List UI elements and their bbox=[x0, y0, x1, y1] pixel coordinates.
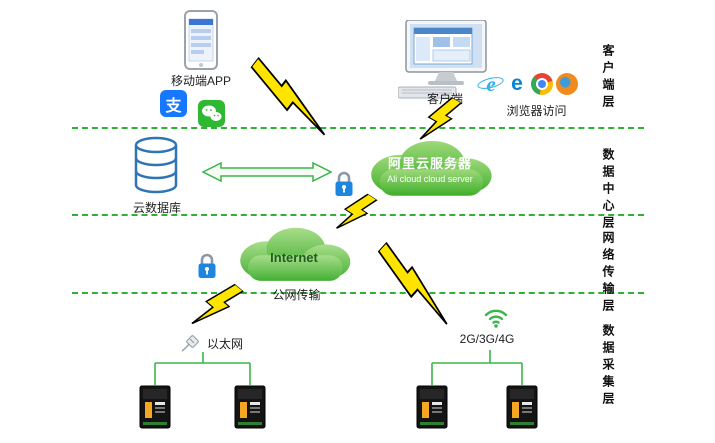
cellular-label: 2G/3G/4G bbox=[459, 332, 515, 346]
database-icon bbox=[133, 136, 179, 194]
ethernet-connector-lines bbox=[150, 352, 255, 385]
internet-label: Internet bbox=[270, 249, 318, 265]
lock-icon bbox=[197, 252, 217, 279]
layer-label-acquisition: 数据采集层 bbox=[601, 324, 615, 409]
alipay-char: 支 bbox=[165, 97, 182, 115]
device-icon bbox=[232, 385, 268, 429]
edge-letter: e bbox=[511, 72, 523, 95]
device-icon bbox=[414, 385, 450, 429]
layer-label-client: 客户端层 bbox=[601, 44, 615, 112]
lock-icon bbox=[334, 170, 354, 197]
ali-cloud-icon: 阿里云服务器 Ali cloud cloud server bbox=[360, 135, 500, 201]
cellular-connector-lines bbox=[427, 350, 527, 385]
layer-label-network: 网络传输层 bbox=[601, 231, 615, 316]
wechat-icon bbox=[198, 100, 225, 127]
layer-divider bbox=[72, 127, 644, 129]
ali-cloud-label-cn: 阿里云服务器 bbox=[387, 155, 472, 171]
lightning-icon bbox=[243, 56, 338, 139]
double-arrow-icon bbox=[201, 161, 333, 183]
public-network-label: 公网传输 bbox=[272, 288, 321, 302]
lightning-icon bbox=[188, 276, 244, 336]
mobile-app-label: 移动端APP bbox=[170, 74, 231, 88]
smartphone-icon bbox=[184, 10, 218, 70]
chrome-browser-icon bbox=[531, 73, 553, 95]
device-icon bbox=[504, 385, 540, 429]
ethernet-label: 以太网 bbox=[206, 337, 243, 351]
lightning-icon bbox=[369, 241, 461, 328]
internet-cloud-icon: Internet bbox=[230, 222, 358, 286]
ie-letter: e bbox=[486, 72, 496, 96]
browser-access-label: 浏览器访问 bbox=[506, 104, 567, 118]
firefox-browser-icon bbox=[556, 73, 578, 95]
ie-browser-icon: e bbox=[476, 72, 505, 96]
ethernet-plug-icon bbox=[181, 334, 199, 352]
cloud-db-label: 云数据库 bbox=[132, 201, 181, 215]
lightning-icon bbox=[416, 91, 463, 148]
wifi-icon bbox=[482, 302, 510, 330]
lightning-icon bbox=[332, 187, 378, 239]
alipay-icon: 支 bbox=[160, 90, 187, 117]
layer-divider bbox=[72, 292, 644, 294]
device-icon bbox=[137, 385, 173, 429]
layer-label-datacenter: 数据中心层 bbox=[601, 148, 615, 233]
ali-cloud-label-en: Ali cloud cloud server bbox=[387, 173, 473, 184]
edge-browser-icon: e bbox=[505, 72, 529, 96]
client-computer-icon bbox=[397, 19, 493, 100]
